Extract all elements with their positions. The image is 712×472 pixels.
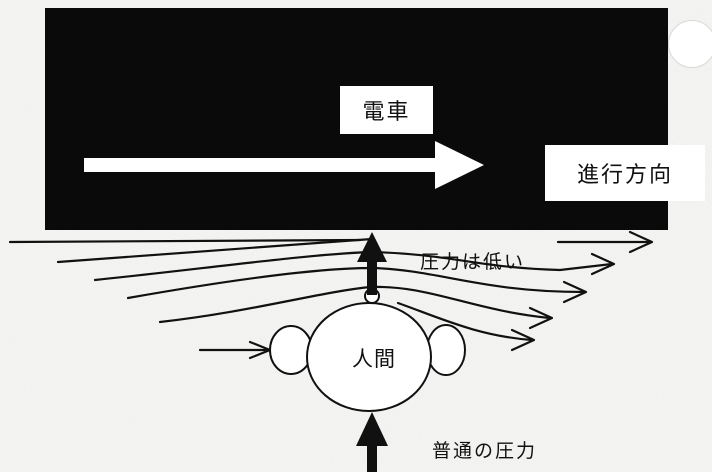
arrowhead-3 bbox=[562, 280, 588, 304]
airflow-arrowheads bbox=[248, 230, 654, 360]
arrowhead-1 bbox=[628, 230, 654, 254]
airflow-line-2 bbox=[56, 237, 374, 264]
direction-label: 進行方向 bbox=[545, 145, 705, 201]
direction-arrow bbox=[84, 141, 484, 189]
human-label: 人間 bbox=[352, 347, 396, 371]
train-label: 電車 bbox=[340, 86, 433, 134]
arrowhead-4 bbox=[528, 306, 554, 330]
person-left-arm bbox=[269, 325, 313, 375]
up-arrow-low-pressure bbox=[357, 232, 387, 295]
pressure-arrows bbox=[356, 232, 388, 472]
arrowhead-2 bbox=[590, 252, 616, 276]
person-right-arm bbox=[426, 324, 466, 376]
up-arrow-normal-pressure bbox=[356, 412, 388, 472]
normal-pressure-label: 普通の圧力 bbox=[432, 440, 538, 462]
hole-punch-circle bbox=[668, 20, 712, 68]
arrowhead-5 bbox=[510, 328, 536, 352]
airflow-line-1 bbox=[8, 238, 362, 244]
airflow-line-3 bbox=[93, 250, 614, 282]
train-body: 電車 進行方向 bbox=[45, 8, 705, 230]
low-pressure-label: 圧力は低い bbox=[420, 251, 526, 273]
person-figure bbox=[269, 288, 466, 412]
airflow-line-6 bbox=[396, 301, 534, 342]
